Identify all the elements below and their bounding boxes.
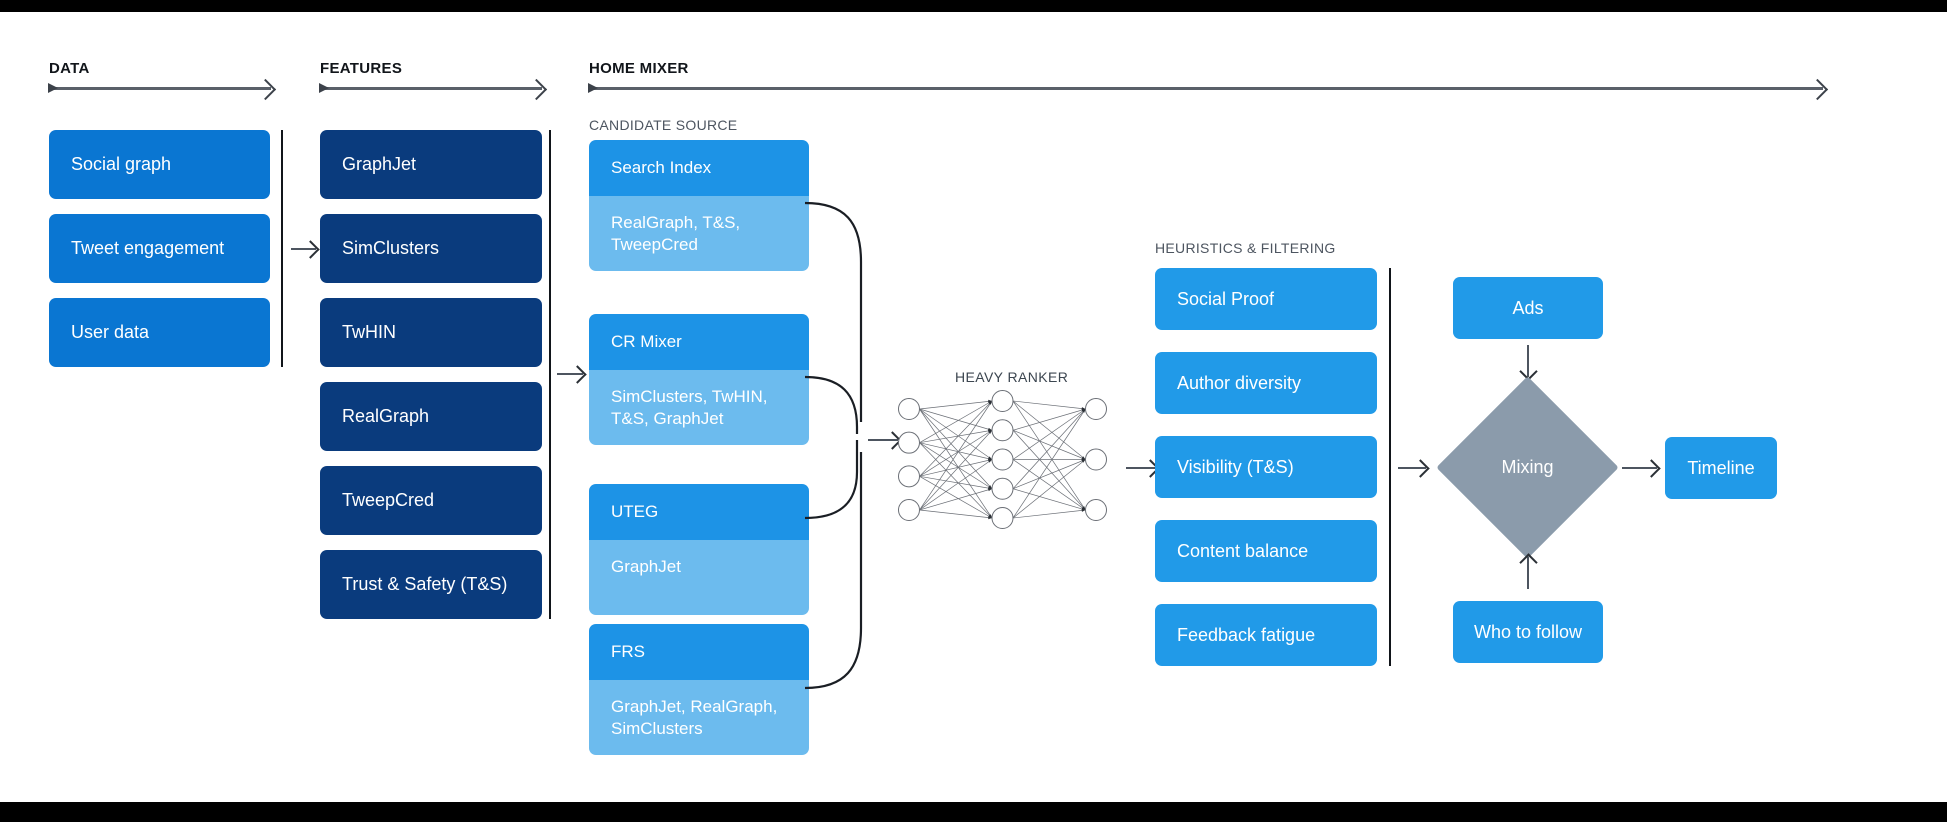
feature-box-label: Trust & Safety (T&S) <box>342 574 508 594</box>
data-box-label: User data <box>71 322 150 342</box>
section-title-features: FEATURES <box>320 60 403 77</box>
heuristic-box-label: Visibility (T&S) <box>1177 456 1294 477</box>
diagram-canvas: DATA FEATURES HOME MIXER CANDIDATE SOURC… <box>0 12 1947 802</box>
data-box-label: Tweet engagement <box>71 238 225 258</box>
output-box-label: Timeline <box>1687 457 1755 478</box>
candidate-source-cr-mixer[interactable]: CR Mixer SimClusters, TwHIN, T&S, GraphJ… <box>589 314 809 445</box>
section-title-candidate-source: CANDIDATE SOURCE <box>589 117 738 133</box>
feature-box-label: TwHIN <box>342 322 396 342</box>
candidate-source-name: FRS <box>589 624 809 680</box>
heuristic-box-visibility[interactable]: Visibility (T&S) <box>1155 436 1377 498</box>
output-box-who-to-follow[interactable]: Who to follow <box>1453 601 1603 663</box>
candidate-source-features: GraphJet <box>589 540 809 615</box>
candidate-source-name: Search Index <box>589 140 809 196</box>
data-box-social-graph[interactable]: Social graph <box>49 130 270 199</box>
heuristic-box-feedback-fatigue[interactable]: Feedback fatigue <box>1155 604 1377 666</box>
feature-box-trust-safety[interactable]: Trust & Safety (T&S) <box>320 550 542 619</box>
arrow-data-to-features <box>291 248 316 250</box>
candidate-source-features: GraphJet, RealGraph, SimClusters <box>589 680 809 755</box>
arrow-ranker-to-heuristics <box>1126 467 1156 469</box>
feature-box-graphjet[interactable]: GraphJet <box>320 130 542 199</box>
feature-box-label: SimClusters <box>342 238 440 258</box>
candidate-source-connectors <box>804 201 863 690</box>
feature-box-twhin[interactable]: TwHIN <box>320 298 542 367</box>
candidate-source-name: UTEG <box>589 484 809 540</box>
candidate-source-name: CR Mixer <box>589 314 809 370</box>
section-title-heuristics: HEURISTICS & FILTERING <box>1155 240 1336 256</box>
arrow-ads-to-mixing <box>1527 345 1529 377</box>
data-axis-arrow <box>48 83 271 93</box>
feature-box-label: TweepCred <box>342 490 435 510</box>
output-box-label: Ads <box>1512 297 1544 318</box>
heuristic-box-label: Author diversity <box>1177 372 1302 393</box>
arrow-heuristics-to-mixing <box>1398 467 1426 469</box>
arrow-features-to-candidate-source <box>557 373 583 375</box>
heuristic-box-label: Feedback fatigue <box>1177 624 1316 645</box>
feature-box-label: RealGraph <box>342 406 430 426</box>
section-title-data: DATA <box>49 60 90 77</box>
heuristic-box-label: Content balance <box>1177 540 1309 561</box>
candidate-source-uteg[interactable]: UTEG GraphJet <box>589 484 809 615</box>
data-box-label: Social graph <box>71 154 172 174</box>
candidate-source-features: SimClusters, TwHIN, T&S, GraphJet <box>589 370 809 445</box>
candidate-source-frs[interactable]: FRS GraphJet, RealGraph, SimClusters <box>589 624 809 755</box>
heuristic-box-social-proof[interactable]: Social Proof <box>1155 268 1377 330</box>
data-box-user-data[interactable]: User data <box>49 298 270 367</box>
divider-heuristics-mixing <box>1389 268 1391 666</box>
heavy-ranker-neural-net <box>898 390 1107 529</box>
divider-data-features <box>281 130 283 367</box>
arrow-to-heavy-ranker <box>868 439 898 441</box>
heuristic-box-content-balance[interactable]: Content balance <box>1155 520 1377 582</box>
feature-box-tweepcred[interactable]: TweepCred <box>320 466 542 535</box>
arrow-mixing-to-timeline <box>1622 467 1657 469</box>
features-axis-arrow <box>319 83 542 93</box>
heuristic-box-label: Social Proof <box>1177 288 1275 309</box>
mixing-label: Mixing <box>1501 457 1554 477</box>
arrow-wtf-to-mixing <box>1527 557 1529 589</box>
section-title-home-mixer: HOME MIXER <box>589 60 689 77</box>
feature-box-realgraph[interactable]: RealGraph <box>320 382 542 451</box>
divider-features-homemixer <box>549 130 551 619</box>
data-box-tweet-engagement[interactable]: Tweet engagement <box>49 214 270 283</box>
candidate-source-search-index[interactable]: Search Index RealGraph, T&S, TweepCred <box>589 140 809 271</box>
output-box-ads[interactable]: Ads <box>1453 277 1603 339</box>
candidate-source-features: RealGraph, T&S, TweepCred <box>589 196 809 271</box>
output-box-timeline[interactable]: Timeline <box>1665 437 1777 499</box>
feature-box-simclusters[interactable]: SimClusters <box>320 214 542 283</box>
heuristic-box-author-diversity[interactable]: Author diversity <box>1155 352 1377 414</box>
home-mixer-axis-arrow <box>588 83 1823 93</box>
section-title-heavy-ranker: HEAVY RANKER <box>955 369 1069 385</box>
feature-box-label: GraphJet <box>342 154 417 174</box>
output-box-label: Who to follow <box>1473 621 1583 642</box>
